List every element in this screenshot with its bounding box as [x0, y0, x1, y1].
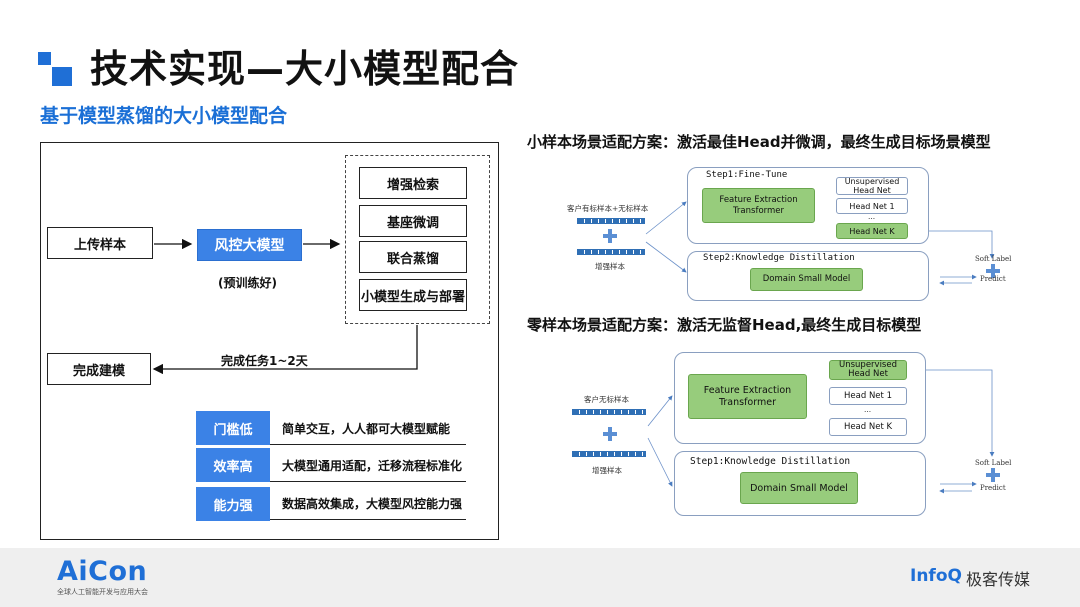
feature-desc-2: 大模型通用适配，迁移流程标准化: [282, 459, 463, 473]
feature-badge-1: 门槛低: [196, 411, 270, 445]
footer-bar: [0, 548, 1080, 607]
rt-aug-sequence: [577, 249, 645, 255]
risk-model-box: 风控大模型: [197, 229, 302, 261]
title-logo-icon: [38, 52, 74, 86]
done-box: 完成建模: [47, 353, 151, 385]
rb-head-1: Head Net 1: [829, 387, 907, 405]
rb-head-k: Head Net K: [829, 418, 907, 436]
rb-aug-label: 增强样本: [592, 466, 622, 475]
feature-badge-3: 能力强: [196, 487, 270, 521]
right-top-heading: 小样本场景适配方案：激活最佳Head并微调，最终生成目标场景模型: [527, 133, 991, 151]
rt-sample-label: 客户有标样本+无标样本: [567, 204, 649, 213]
page-title: 技术实现—大小模型配合: [90, 47, 520, 91]
aicon-logo: AiCon: [57, 556, 148, 587]
aicon-subtitle: 全球人工智能开发与应用大会: [57, 588, 148, 596]
right-bottom-heading: 零样本场景适配方案：激活无监督Head,最终生成目标模型: [527, 316, 922, 334]
rb-soft-plus-icon: [986, 468, 1000, 482]
rt-aug-label: 增强样本: [595, 262, 625, 271]
upload-sample-label: 上传样本: [73, 237, 126, 253]
steps-group: [345, 155, 490, 324]
rb-step1-label: Step1:Knowledge Distillation: [690, 456, 851, 467]
rb-sample-sequence: [572, 409, 646, 415]
rt-head-unsupervised: Unsupervised Head Net: [836, 177, 908, 195]
rt-small-model: Domain Small Model: [750, 268, 863, 291]
step-box-2: 基座微调: [359, 205, 467, 237]
feature-underline-3: [270, 519, 466, 520]
left-diagram-frame: 上传样本 风控大模型 (预训练好) 增强检索 基座微调 联合蒸馏 小模型生成与部…: [40, 142, 499, 540]
rb-plus-icon: [603, 427, 617, 441]
rb-head-ellipsis: ...: [864, 405, 872, 414]
rt-head-ellipsis: ...: [868, 212, 876, 221]
rb-aug-sequence: [572, 451, 646, 457]
risk-model-note: (预训练好): [218, 276, 277, 290]
step-label: 基座微调: [386, 215, 439, 231]
left-diagram-arrows: [152, 238, 418, 375]
step-box-1: 增强检索: [359, 167, 467, 199]
rt-predict: Predict: [980, 275, 1006, 283]
done-note: 完成任务1~2天: [221, 354, 308, 368]
rt-sample-sequence: [577, 218, 645, 224]
step-label: 小模型生成与部署: [360, 289, 465, 305]
step-box-3: 联合蒸馏: [359, 241, 467, 273]
rb-predict: Predict: [980, 484, 1006, 492]
rt-step1-label: Step1:Fine-Tune: [706, 170, 788, 180]
infoq-cn-label: 极客传媒: [966, 570, 1031, 589]
rt-plus-icon: [603, 229, 617, 243]
risk-model-label: 风控大模型: [214, 238, 285, 254]
step-label: 联合蒸馏: [386, 251, 439, 267]
page-subtitle: 基于模型蒸馏的大小模型配合: [40, 105, 288, 127]
feature-underline-2: [270, 481, 466, 482]
feature-desc-3: 数据高效集成，大模型风控能力强: [282, 497, 463, 511]
rb-feature-extractor: Feature Extraction Transformer: [688, 374, 807, 419]
rt-head-k: Head Net K: [836, 223, 908, 239]
feature-badge-2: 效率高: [196, 448, 270, 482]
infoq-logo: InfoQ: [910, 566, 962, 586]
upload-sample-box: 上传样本: [47, 227, 153, 259]
rt-soft-plus-icon: [986, 264, 1000, 278]
rt-step2-label: Step2:Knowledge Distillation: [703, 253, 855, 263]
step-label: 增强检索: [386, 177, 439, 193]
feature-desc-1: 简单交互，人人都可大模型赋能: [282, 422, 451, 436]
step-box-4: 小模型生成与部署: [359, 279, 467, 311]
rt-feature-extractor: Feature Extraction Transformer: [702, 188, 815, 223]
rb-head-unsupervised: Unsupervised Head Net: [829, 360, 907, 380]
rt-head-1: Head Net 1: [836, 198, 908, 214]
feature-underline-1: [270, 444, 466, 445]
rb-soft-label: Soft Label: [975, 459, 1012, 467]
rb-small-model: Domain Small Model: [740, 472, 858, 504]
done-label: 完成建模: [72, 363, 125, 379]
rb-sample-label: 客户无标样本: [584, 395, 629, 404]
rt-soft-label: Soft Label: [975, 255, 1012, 263]
